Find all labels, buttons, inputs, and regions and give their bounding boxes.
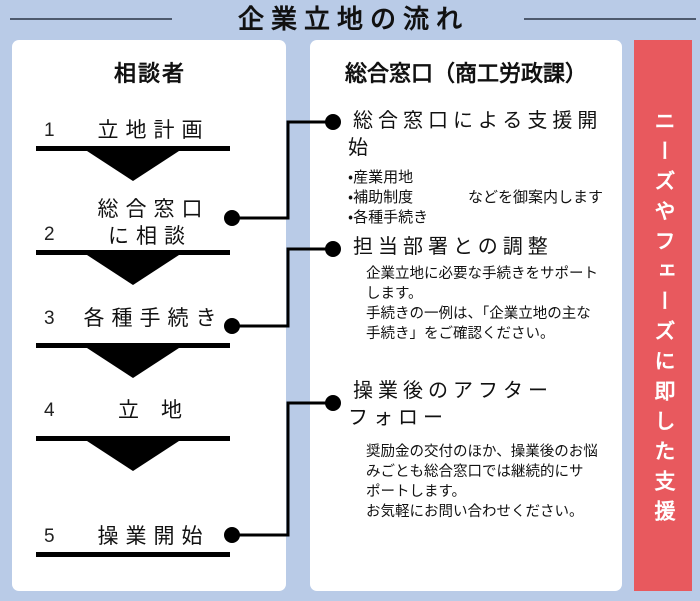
flow-step-1-number: 1: [44, 120, 55, 141]
flow-arrow-2: [87, 255, 179, 285]
flow-step-3: 3 各種手続き: [44, 298, 230, 334]
support-block-1-bullets-wrap: ・産業用地 ・補助制度 ・各種手続き などを御案内します: [348, 168, 616, 228]
flow-step-5-label: 操業開始: [97, 525, 210, 548]
support-block-2: 担当部署との調整 企業立地に必要な手続きをサポート します。 手続きの一例は、「…: [348, 234, 616, 344]
flow-step-3-label: 各種手続き: [83, 307, 224, 330]
support-block-1-title: 総合窓口による支援開始: [348, 110, 603, 159]
support-block-1: 総合窓口による支援開始 ・産業用地 ・補助制度 ・各種手続き などを御案内します: [348, 108, 616, 228]
flow-step-3-bar: [36, 343, 230, 348]
flow-step-2-bar: [36, 250, 230, 255]
support-block-2-title: 担当部署との調整: [353, 236, 553, 258]
support-block-2-body: 企業立地に必要な手続きをサポート します。 手続きの一例は、「企業立地の主な 手…: [366, 266, 598, 342]
right-panel: [310, 40, 622, 591]
flow-step-5-bar: [36, 552, 230, 557]
support-block-3: 操業後のアフター フォロー 奨励金の交付のほか、操業後のお悩 みごとも総合窓口で…: [348, 378, 616, 522]
right-column-heading: 総合窓口（商工労政課）: [344, 61, 587, 86]
support-banner: ニーズやフェーズに即した支援: [634, 40, 692, 591]
support-block-1-bullets-note: などを御案内します: [468, 189, 604, 206]
flow-step-2: 2 総合窓口 に相談: [44, 192, 230, 250]
flow-step-1-label: 立地計画: [97, 119, 210, 142]
support-banner-label: ニーズやフェーズに即した支援: [652, 110, 675, 530]
flow-step-4: 4 立地: [44, 390, 230, 426]
flow-arrow-3: [87, 348, 179, 378]
left-column-heading: 相談者: [113, 61, 186, 86]
flow-arrow-1: [87, 151, 179, 181]
flow-arrow-4: [87, 441, 179, 471]
flow-step-1: 1 立地計画: [44, 110, 230, 146]
flow-step-5: 5 操業開始: [44, 516, 230, 552]
flow-step-4-number: 4: [44, 400, 55, 421]
flow-step-5-number: 5: [44, 526, 55, 547]
flow-step-2-number: 2: [44, 224, 55, 245]
support-block-1-bullets: ・産業用地 ・補助制度 ・各種手続き: [348, 169, 429, 226]
support-block-3-title: 操業後のアフター フォロー: [348, 380, 553, 429]
page-title: 企業立地の流れ: [237, 4, 469, 34]
flow-step-1-bar: [36, 146, 230, 151]
flow-step-2-label: 総合窓口 に相談: [97, 198, 210, 248]
flow-step-3-number: 3: [44, 308, 55, 329]
support-block-3-body: 奨励金の交付のほか、操業後のお悩 みごとも総合窓口では継続的にサ ポートします。…: [366, 444, 598, 520]
title-rule-right: [524, 18, 696, 20]
flow-step-4-label: 立地: [118, 399, 204, 422]
flow-step-4-bar: [36, 436, 230, 441]
title-rule-left: [10, 18, 172, 20]
title-bar: 企業立地の流れ: [0, 0, 700, 40]
